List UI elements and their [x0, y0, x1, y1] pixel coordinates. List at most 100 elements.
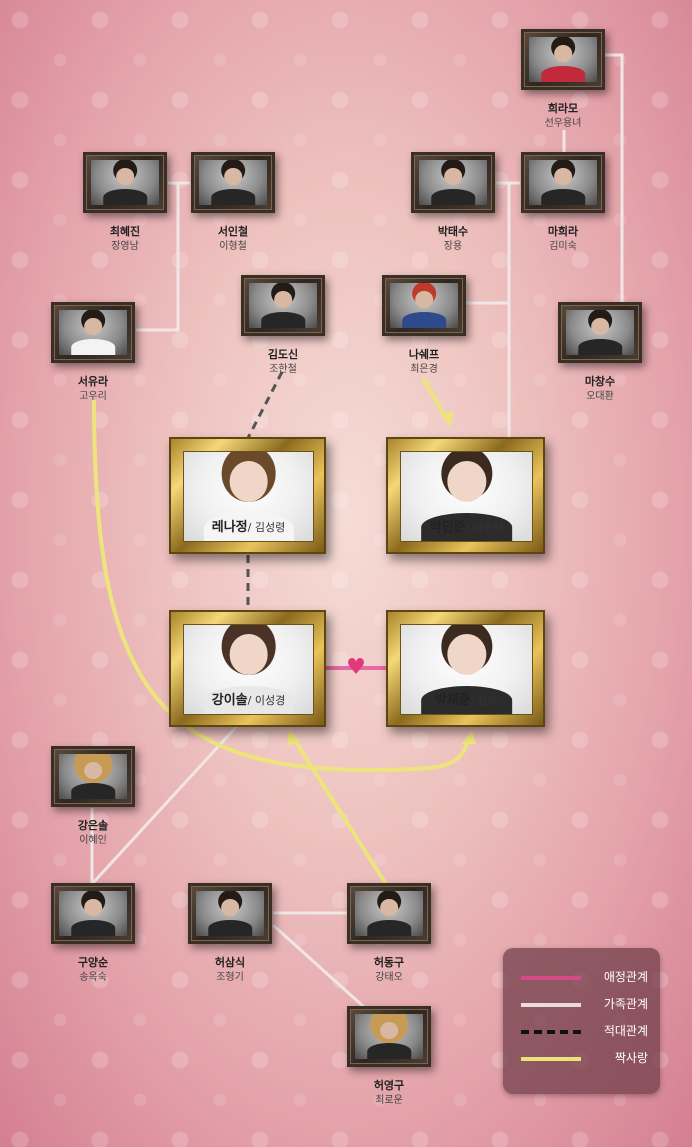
crush-line-donggu-isol [290, 734, 388, 886]
portrait-nachef[interactable] [382, 275, 466, 336]
portrait-choehyejin[interactable] [83, 152, 167, 213]
legend: 애정관계 가족관계 적대관계 짝사랑 [503, 948, 660, 1094]
actor-heoyeonggu: 최로운 [375, 1095, 403, 1106]
name-machangsu: 마창수 [584, 375, 616, 388]
family-line-guyangsun-isol [90, 723, 240, 886]
portrait-guyangsun[interactable] [51, 883, 135, 944]
portrait-kangeunsol[interactable] [51, 746, 135, 807]
name-renajeong: 레나정 [211, 520, 248, 535]
portrait-heuramo[interactable] [521, 29, 605, 90]
portrait-seoyura[interactable] [51, 302, 135, 363]
name-kangeunsol: 강은솔 [77, 819, 109, 832]
actor-parkjaejun: 윤박 [477, 694, 499, 707]
name-seoincheol: 서인철 [217, 225, 249, 238]
legend-text-family: 가족관계 [603, 997, 648, 1011]
name-parkjaejun: 박재준 [434, 693, 471, 708]
name-nachef: 나쉐프 [408, 348, 440, 361]
legend-text-enemy: 적대관계 [603, 1024, 648, 1038]
name-parkminjun: 박민준 [429, 520, 466, 535]
family-line-heuramo-machangsu [605, 53, 642, 320]
actor-guyangsun: 송옥숙 [79, 972, 107, 983]
enemy-line-dosin-rena [246, 371, 284, 439]
arrow-minjun [440, 412, 454, 427]
portrait-kimdosin[interactable] [241, 275, 325, 336]
name-kimdosin: 김도신 [267, 348, 299, 361]
portrait-machangsu[interactable] [558, 302, 642, 363]
heart-icon: ♥ [346, 655, 366, 680]
legend-row-enemy: 적대관계 [521, 1022, 648, 1042]
caption-parkminjun: 박민준/ 이종혁 [429, 520, 504, 535]
portrait-mahuira[interactable] [521, 152, 605, 213]
crush-arrows [287, 412, 476, 747]
arrow-isol [287, 730, 300, 747]
enemy-lines [246, 371, 284, 610]
portrait-parktaesu[interactable] [411, 152, 495, 213]
legend-swatch-crush [521, 1057, 581, 1061]
name-guyangsun: 구양순 [77, 956, 109, 969]
actor-heuramo: 선우용녀 [544, 118, 582, 129]
actor-renajeong: 김성령 [254, 521, 286, 534]
legend-swatch-love [521, 976, 581, 980]
portrait-renajeong[interactable]: 레나정/ 김성령 [169, 437, 326, 554]
portrait-heoyeonggu[interactable] [347, 1006, 431, 1067]
legend-row-love: 애정관계 [521, 968, 648, 988]
actor-kangisol: 이성경 [254, 694, 286, 707]
portrait-parkminjun[interactable]: 박민준/ 이종혁 [386, 437, 545, 554]
actor-mahuira: 김미숙 [549, 241, 577, 252]
actor-parkminjun: 이종혁 [472, 521, 504, 534]
name-parktaesu: 박태수 [437, 225, 469, 238]
actor-parktaesu: 장용 [443, 241, 463, 252]
family-line-parents-seoyura [136, 183, 180, 332]
caption-parkjaejun: 박재준/ 윤박 [434, 693, 499, 708]
legend-text-crush: 짝사랑 [614, 1051, 648, 1065]
legend-swatch-enemy [521, 1030, 581, 1034]
caption-renajeong: 레나정/ 김성령 [211, 520, 286, 535]
portrait-parkjaejun[interactable]: 박재준/ 윤박 [386, 610, 545, 727]
crush-line-yura-jaejun [92, 399, 470, 773]
actor-seoincheol: 이형철 [219, 241, 247, 252]
portrait-kangisol[interactable]: 강이솔/ 이성경 [169, 610, 326, 727]
legend-row-crush: 짝사랑 [521, 1049, 648, 1069]
portrait-seoincheol[interactable] [191, 152, 275, 213]
legend-row-family: 가족관계 [521, 995, 648, 1015]
actor-machangsu: 오대환 [586, 391, 614, 402]
actor-choehyejin: 장영남 [111, 241, 139, 252]
portrait-heosamsik[interactable] [188, 883, 272, 944]
name-kangisol: 강이솔 [211, 693, 248, 708]
name-heuramo: 희라모 [547, 102, 579, 115]
actor-heodonggu: 강태오 [375, 972, 403, 983]
name-choehyejin: 최혜진 [109, 225, 141, 238]
actor-nachef: 최은경 [410, 364, 438, 375]
crush-lines [92, 377, 470, 886]
actor-kimdosin: 조한철 [269, 364, 297, 375]
actor-heosamsik: 조형기 [216, 972, 244, 983]
family-line-samsik-yeonggu [271, 923, 366, 1009]
family-lines [90, 53, 642, 1009]
name-mahuira: 마희라 [547, 225, 579, 238]
crush-line-nachef-minjun [421, 377, 449, 421]
name-heosamsik: 허삼식 [214, 956, 246, 969]
legend-swatch-family [521, 1003, 581, 1007]
name-heodonggu: 허동구 [373, 956, 405, 969]
name-seoyura: 서유라 [77, 375, 109, 388]
actor-kangeunsol: 이혜인 [79, 835, 107, 846]
legend-text-love: 애정관계 [603, 970, 648, 984]
actor-seoyura: 고우리 [79, 391, 107, 402]
portrait-heodonggu[interactable] [347, 883, 431, 944]
caption-kangisol: 강이솔/ 이성경 [211, 693, 286, 708]
name-heoyeonggu: 허영구 [373, 1079, 405, 1092]
